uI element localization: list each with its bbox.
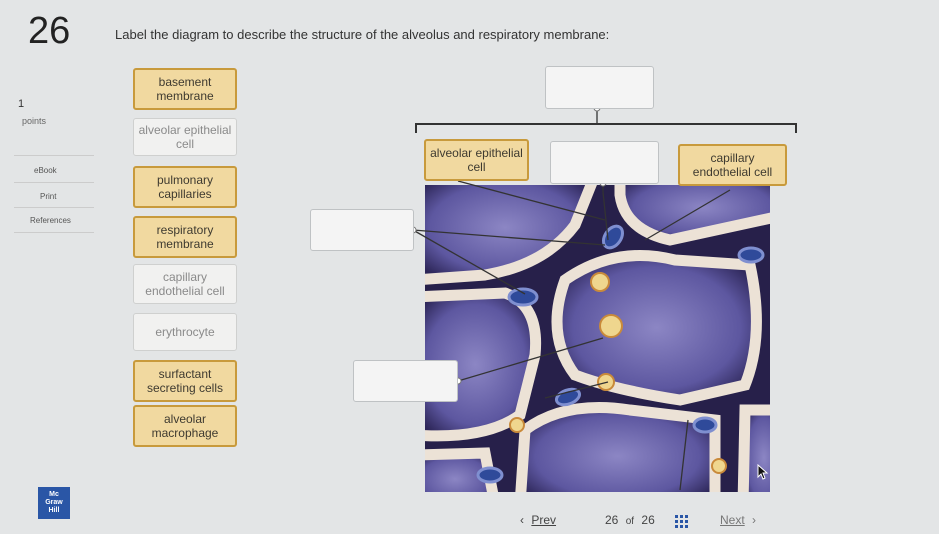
bracket-right-end [795,123,797,133]
grid-menu-icon[interactable] [675,515,689,529]
prev-label: Prev [531,513,557,527]
next-button[interactable]: Next › [720,513,756,527]
label-chip-surfactant-secreting-cells[interactable]: surfactant secreting cells [133,360,237,402]
label-chip-alveolar-macrophage[interactable]: alveolar macrophage [133,405,237,447]
drop-target-alveolar-epithelial-cell[interactable]: alveolar epithelial cell [424,139,529,181]
drop-target-left-upper[interactable] [310,209,414,251]
drop-target-bracket-middle[interactable] [550,141,659,184]
chevron-left-icon: ‹ [520,513,524,527]
label-chip-erythrocyte: erythrocyte [133,313,237,351]
page-of: of [625,516,635,527]
bracket-left-end [415,123,417,133]
mcgraw-hill-logo: Mc Graw Hill [38,487,70,519]
label-chip-alveolar-epithelial-cell: alveolar epithelial cell [133,118,237,156]
label-chip-basement-membrane[interactable]: basement membrane [133,68,237,110]
drop-target-top[interactable] [545,66,654,109]
next-label: Next [720,513,745,527]
points-value: 1 [18,98,25,110]
references-link[interactable]: References [30,216,71,225]
page-current: 26 [605,513,619,527]
question-number: 26 [28,10,71,52]
mouse-cursor-icon [757,464,769,480]
label-chip-capillary-endothelial-cell: capillary endothelial cell [133,264,237,304]
sidebar-divider [14,207,94,208]
sidebar-divider [14,182,94,183]
bracket-horizontal [415,123,797,125]
page-total: 26 [641,513,655,527]
page-indicator: 26 of 26 [605,513,655,527]
drop-target-left-lower[interactable] [353,360,458,402]
chevron-right-icon: › [752,513,757,527]
question-instruction: Label the diagram to describe the struct… [115,27,610,42]
ebook-link[interactable]: eBook [34,166,57,175]
label-chip-respiratory-membrane[interactable]: respiratory membrane [133,216,237,258]
sidebar-divider [14,232,94,233]
label-chip-pulmonary-capillaries[interactable]: pulmonary capillaries [133,166,237,208]
print-link[interactable]: Print [40,192,57,201]
drop-target-capillary-endothelial-cell[interactable]: capillary endothelial cell [678,144,787,186]
alveolus-diagram [425,185,770,492]
alveolus-illustration [425,185,770,492]
points-label: points [22,116,47,126]
prev-button[interactable]: ‹ Prev [520,513,556,527]
sidebar-divider [14,155,94,156]
